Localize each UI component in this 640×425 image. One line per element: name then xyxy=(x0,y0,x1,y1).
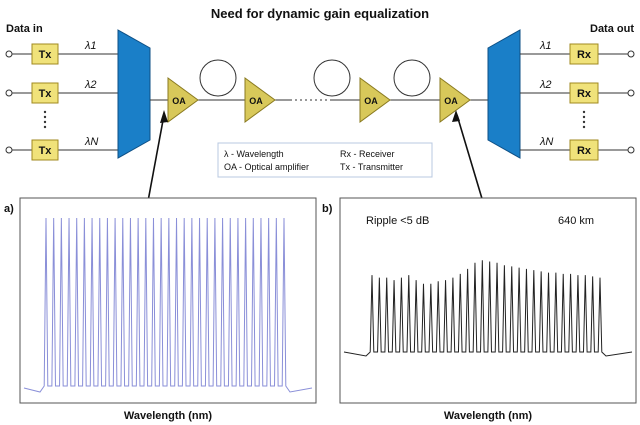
oa-label-3: OA xyxy=(364,96,378,106)
panel-a-label: a) xyxy=(4,203,14,215)
output-port-2 xyxy=(627,89,635,97)
tx-label-1: Tx xyxy=(39,49,53,61)
rx-box-1 xyxy=(569,43,599,65)
lambda-n-out: λN xyxy=(539,136,553,148)
output-port-1 xyxy=(627,50,635,58)
fiber-link xyxy=(150,59,488,101)
input-port-n xyxy=(5,146,13,154)
legend-tx: Tx - Transmitter xyxy=(340,162,403,172)
tx-box-n xyxy=(31,139,59,161)
panel-a-xlabel: Wavelength (nm) xyxy=(124,410,213,422)
spectrum-b xyxy=(343,260,633,357)
oa-label-2: OA xyxy=(249,96,263,106)
rx-ellipsis xyxy=(582,110,586,129)
tx-box-1 xyxy=(31,43,59,65)
spectrum-b-trace xyxy=(343,260,633,357)
spectrum-a xyxy=(23,217,313,393)
tx-box-2 xyxy=(31,82,59,104)
amplifier-icon-4 xyxy=(439,77,471,123)
data-in-label: Data in xyxy=(6,23,43,35)
arrow-to-first-amp xyxy=(145,114,165,213)
rx-group xyxy=(520,50,635,154)
arrow-to-last-amp xyxy=(456,114,487,213)
lambda-1-in: λ1 xyxy=(84,40,97,52)
arrow-head-1 xyxy=(160,110,168,123)
lambda-2-in: λ2 xyxy=(84,79,97,91)
input-port-1 xyxy=(5,50,13,58)
demultiplexer-icon xyxy=(487,29,521,159)
rx-box-2 xyxy=(569,82,599,104)
panel-b-frame xyxy=(339,197,637,404)
fiber-spool-3 xyxy=(393,59,431,97)
lambda-2-out: λ2 xyxy=(539,79,552,91)
diagram-title: Need for dynamic gain equalization xyxy=(211,6,429,21)
data-out-label: Data out xyxy=(590,23,634,35)
amplifier-icon-2 xyxy=(244,77,276,123)
amplifier-icon-3 xyxy=(359,77,391,123)
fiber-spool-1 xyxy=(199,59,237,97)
rx-label-2: Rx xyxy=(577,88,592,100)
panel-b-label: b) xyxy=(322,203,333,215)
tx-label-2: Tx xyxy=(39,88,53,100)
arrow-head-2 xyxy=(452,110,460,122)
amplifier-icon-1 xyxy=(167,77,199,123)
panel-b-xlabel: Wavelength (nm) xyxy=(444,410,533,422)
legend-box xyxy=(217,142,433,178)
ripple-label: Ripple <5 dB xyxy=(366,215,429,227)
rx-label-1: Rx xyxy=(577,49,592,61)
oa-label-1: OA xyxy=(172,96,186,106)
input-port-2 xyxy=(5,89,13,97)
tx-group xyxy=(5,50,120,154)
legend-lambda: λ - Wavelength xyxy=(224,149,284,159)
fiber-spool-2 xyxy=(313,59,351,97)
lambda-1-out: λ1 xyxy=(539,40,552,52)
spectrum-a-trace xyxy=(23,217,313,393)
legend-oa: OA - Optical amplifier xyxy=(224,162,309,172)
multiplexer-icon xyxy=(117,29,151,159)
distance-label: 640 km xyxy=(558,215,594,227)
legend-rx: Rx - Receiver xyxy=(340,149,395,159)
tx-ellipsis xyxy=(43,110,47,129)
oa-label-4: OA xyxy=(444,96,458,106)
rx-label-n: Rx xyxy=(577,145,592,157)
output-port-n xyxy=(627,146,635,154)
rx-box-n xyxy=(569,139,599,161)
tx-label-n: Tx xyxy=(39,145,53,157)
lambda-n-in: λN xyxy=(84,136,98,148)
